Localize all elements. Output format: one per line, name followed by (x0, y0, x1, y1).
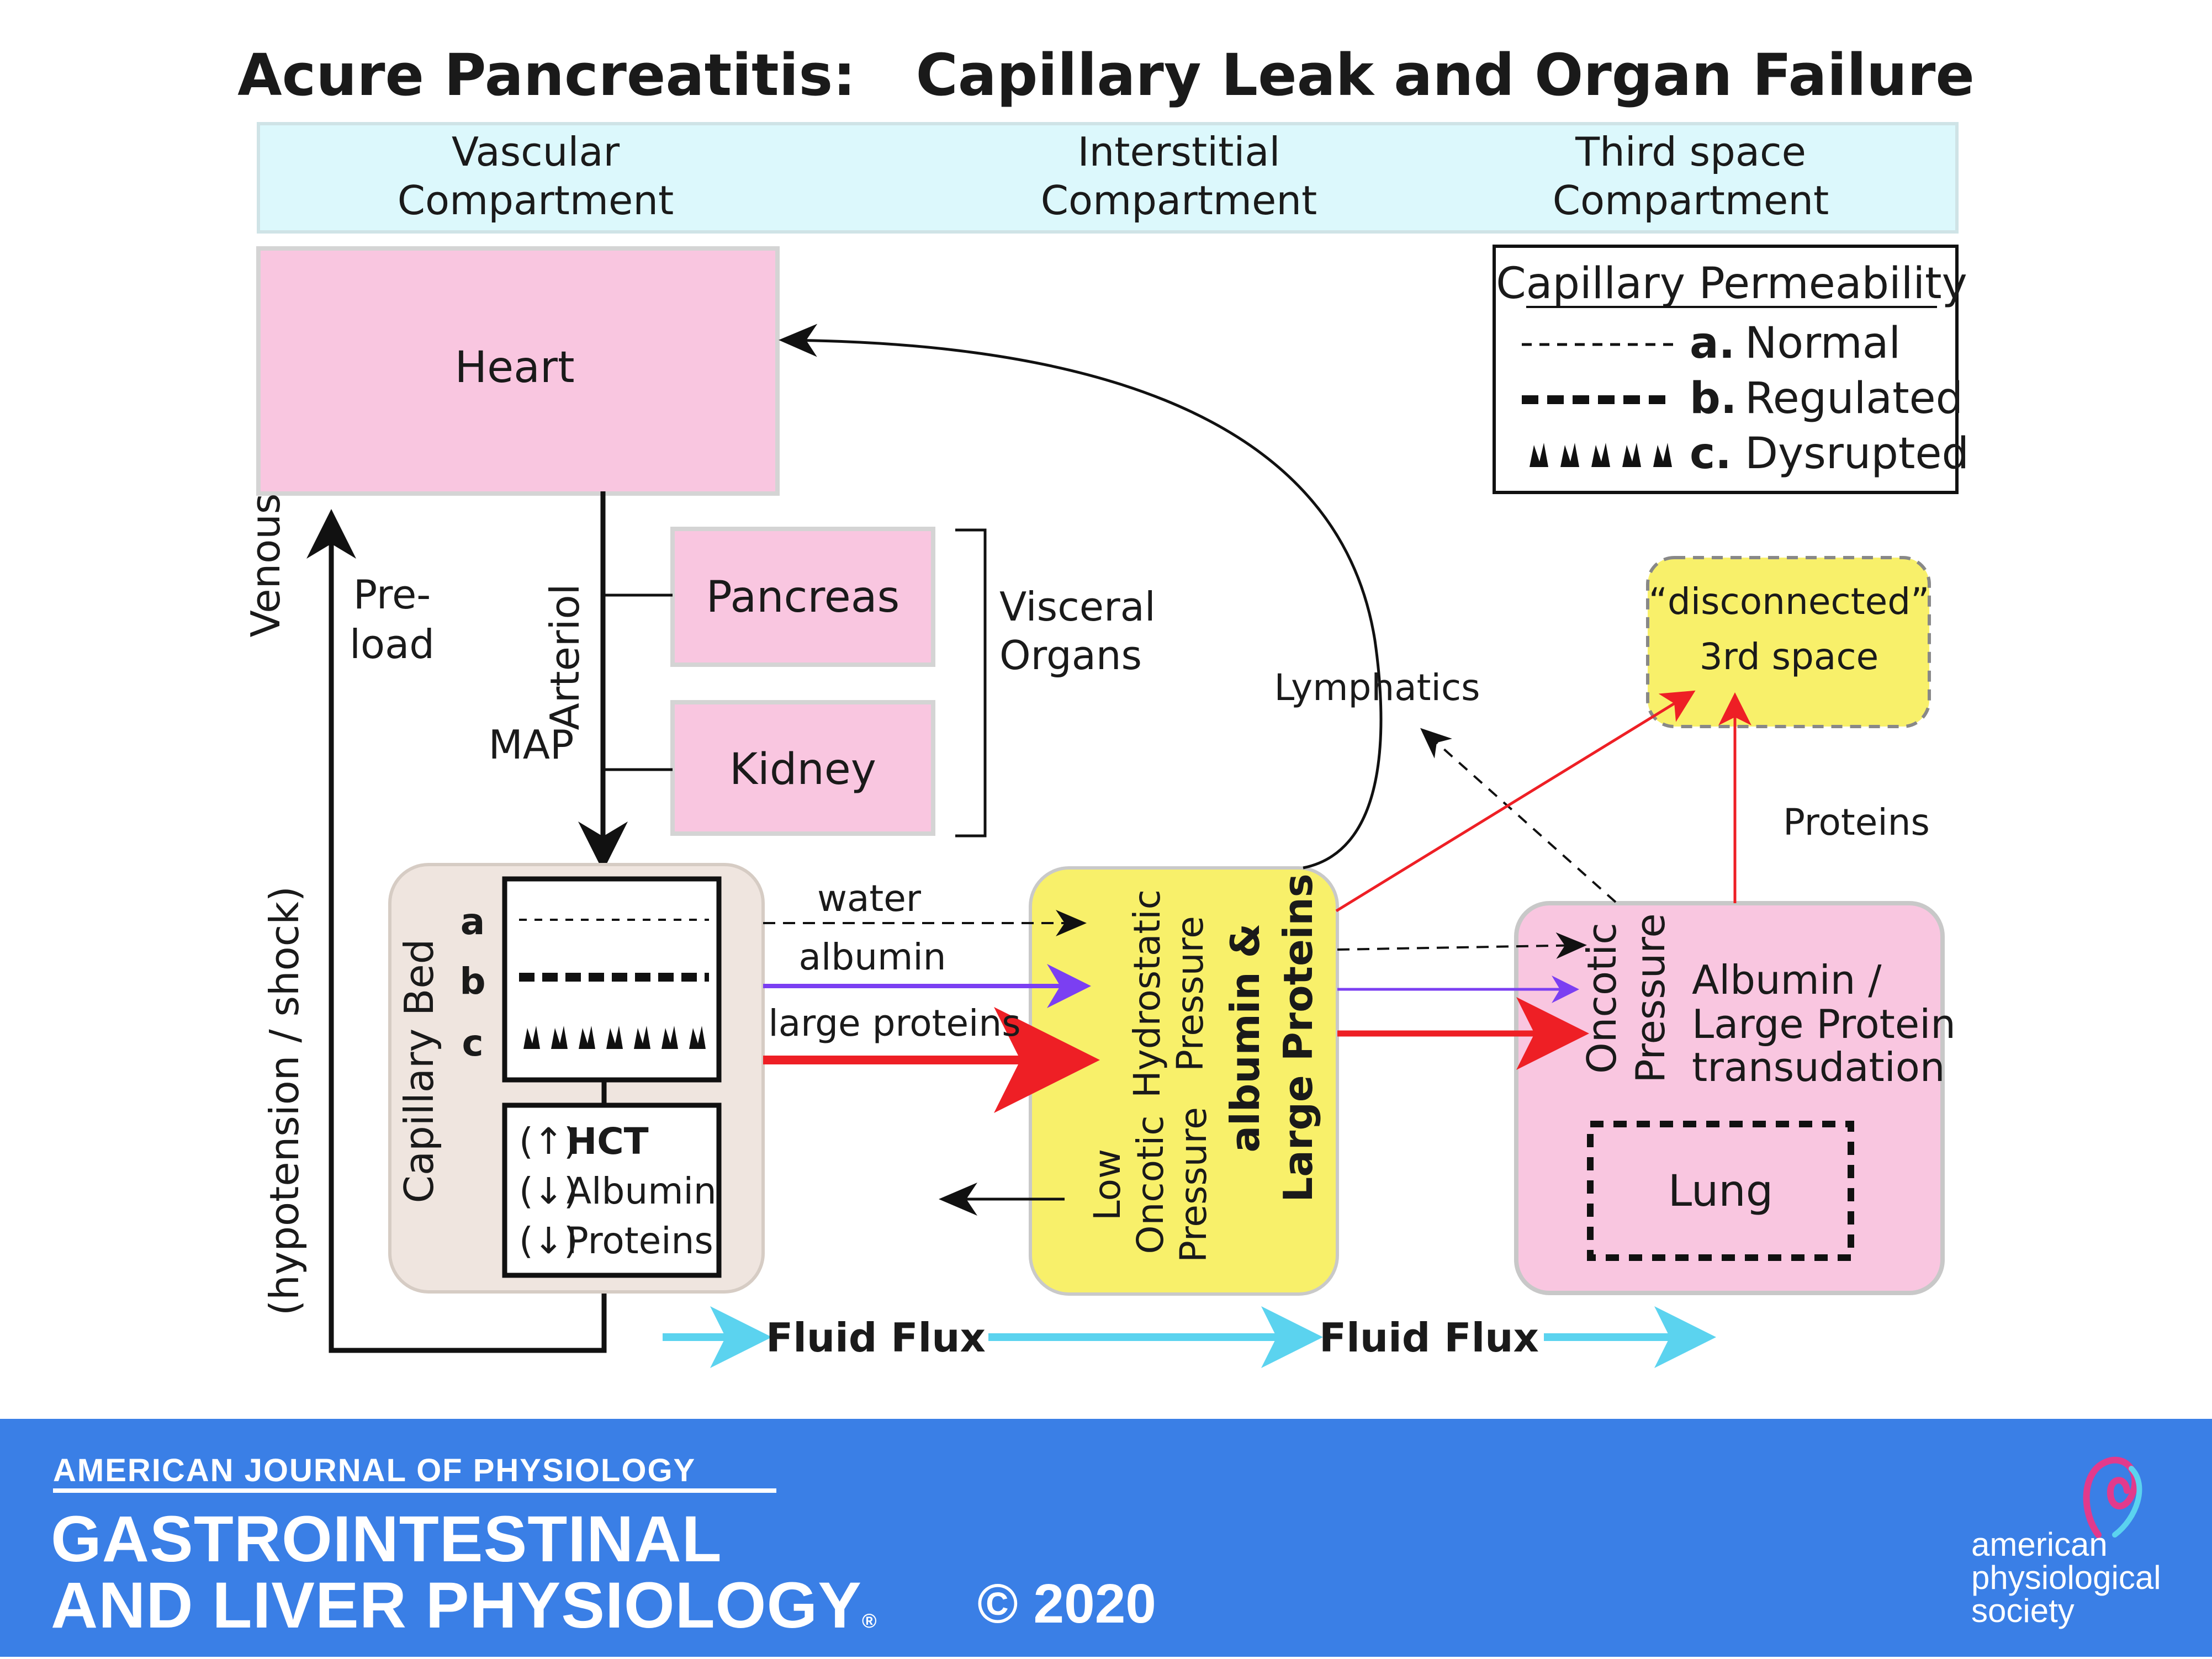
svg-text:Organs: Organs (999, 632, 1142, 679)
visceral-bracket (955, 528, 987, 838)
svg-text:load: load (350, 621, 435, 667)
row-c-label: c (462, 1022, 483, 1064)
compartment-vascular: Vascular Compartment (398, 129, 674, 224)
journal-big-title-line2: AND LIVER PHYSIOLOGY® (51, 1569, 877, 1642)
disconnected-third-space-box: “disconnected” 3rd space (1646, 556, 1931, 728)
legend-title: Capillary Permeability (1496, 259, 1967, 309)
compartment-third-space: Third space Compartment (1553, 129, 1829, 224)
svg-text:Large Protein: Large Protein (1692, 1001, 1956, 1047)
capillary-bed-label: Capillary Bed (396, 939, 442, 1204)
svg-text:Regulated: Regulated (1745, 374, 1963, 423)
svg-text:Oncotic: Oncotic (1129, 1116, 1172, 1254)
proteins-label: Proteins (1783, 801, 1930, 844)
preload-label: Pre- load (350, 571, 435, 667)
blood-values-box (502, 1103, 722, 1278)
svg-text:(↓): (↓) (519, 1170, 578, 1212)
copyright-label: © 2020 (977, 1573, 1156, 1635)
interstitial-box: Hydrostatic Pressure albumin & Large Pro… (1029, 866, 1339, 1296)
pancreas-box: Pancreas (670, 527, 935, 667)
lung-lymph-dashed-arrow (1420, 728, 1617, 903)
svg-text:Oncotic: Oncotic (1579, 923, 1625, 1074)
svg-text:Large Proteins: Large Proteins (1275, 873, 1321, 1202)
fluid-flux-label-1: Fluid Flux (766, 1315, 986, 1361)
albumin-label: albumin (799, 936, 946, 978)
visceral-organs-label: Visceral Organs (999, 584, 1156, 679)
svg-text:Hydrostatic: Hydrostatic (1126, 889, 1168, 1098)
interstitial-water-arrow (1337, 932, 1587, 959)
water-label: water (817, 877, 922, 920)
proteins-row: (↓) Proteins (519, 1220, 713, 1262)
svg-text:“disconnected”: “disconnected” (1649, 580, 1930, 623)
venous-return-arrow (306, 509, 607, 1353)
capillary-bed: Capillary Bed a b c (↑) HCT (↓) Albumin … (388, 863, 765, 1294)
svg-text:b.: b. (1690, 374, 1737, 423)
fluid-flux-label-2: Fluid Flux (1319, 1315, 1539, 1361)
heart-box: Heart (256, 246, 780, 496)
venous-label: Venous (242, 494, 289, 638)
row-a-label: a (461, 900, 485, 943)
svg-text:Compartment: Compartment (398, 177, 674, 224)
hct-row: (↑) HCT (519, 1120, 649, 1163)
journal-title-rule (53, 1488, 776, 1493)
svg-text:transudation: transudation (1692, 1044, 1945, 1090)
hypotension-label: (hypotension / shock) (261, 886, 308, 1316)
kidney-box: Kidney (670, 700, 935, 836)
svg-text:Pressure: Pressure (1169, 916, 1211, 1072)
compartment-interstitial: Interstitial Compartment (1041, 129, 1317, 224)
svg-text:(↓): (↓) (519, 1220, 578, 1262)
row-c-line (523, 1026, 706, 1049)
row-b-label: b (459, 960, 485, 1003)
albumin-row: (↓) Albumin (519, 1170, 717, 1212)
lung-box (1587, 1121, 1854, 1261)
third-space-box: Oncotic Pressure Albumin / Large Protein… (1514, 901, 1956, 1295)
aps-logo-icon (2083, 1456, 2142, 1538)
lymphatics-arrow (779, 324, 1383, 870)
lymphatics-label: Lymphatics (1274, 666, 1480, 709)
svg-text:3rd space: 3rd space (1700, 635, 1878, 678)
svg-text:c.: c. (1690, 429, 1732, 479)
compartment-band (257, 122, 1959, 234)
svg-text:Proteins: Proteins (567, 1220, 713, 1262)
large-proteins-label: large proteins (768, 1002, 1020, 1045)
svg-text:albumin &: albumin & (1222, 924, 1268, 1153)
svg-text:a.: a. (1690, 319, 1735, 368)
legend-item-normal: a. Normal (1522, 319, 1901, 368)
journal-big-title-line1: GASTROINTESTINAL (51, 1503, 722, 1576)
heart-label: Heart (454, 343, 574, 393)
svg-text:Compartment: Compartment (1553, 177, 1829, 224)
society-name: american physiological society (1971, 1526, 2161, 1629)
svg-text:Pancreas: Pancreas (706, 573, 899, 622)
svg-text:Compartment: Compartment (1041, 177, 1317, 224)
svg-text:Third space: Third space (1575, 129, 1806, 175)
lung-label: Lung (1668, 1167, 1773, 1216)
svg-text:Vascular: Vascular (452, 129, 620, 175)
legend-item-dysrupted: c. Dysrupted (1530, 429, 1969, 479)
svg-text:Visceral: Visceral (999, 584, 1156, 630)
journal-small-title: AMERICAN JOURNAL OF PHYSIOLOGY (53, 1453, 696, 1488)
svg-text:Albumin /: Albumin / (1692, 957, 1882, 1003)
svg-text:Dysrupted: Dysrupted (1745, 429, 1969, 479)
svg-text:Pressure: Pressure (1172, 1107, 1215, 1263)
svg-text:Low: Low (1086, 1149, 1129, 1221)
svg-text:Pre-: Pre- (353, 571, 431, 618)
diagram-title: Acure Pancreatitis: Capillary Leak and O… (237, 41, 1975, 109)
svg-text:(↑): (↑) (519, 1120, 578, 1163)
svg-text:Normal: Normal (1745, 319, 1901, 368)
journal-footer: AMERICAN JOURNAL OF PHYSIOLOGY GASTROINT… (0, 1419, 2212, 1657)
svg-text:Albumin: Albumin (567, 1170, 717, 1212)
legend-capillary-permeability: Capillary Permeability a. Normal b. Regu… (1493, 245, 1969, 494)
svg-text:HCT: HCT (567, 1120, 649, 1163)
legend-item-regulated: b. Regulated (1522, 374, 1963, 423)
svg-text:Kidney: Kidney (729, 745, 876, 794)
interstitial-to-disconnected-arrow (1335, 690, 1696, 913)
svg-text:Interstitial: Interstitial (1077, 129, 1280, 175)
svg-text:Pressure: Pressure (1627, 913, 1674, 1083)
map-label: MAP (489, 722, 574, 768)
arteriol-label: Arteriol (542, 584, 588, 730)
